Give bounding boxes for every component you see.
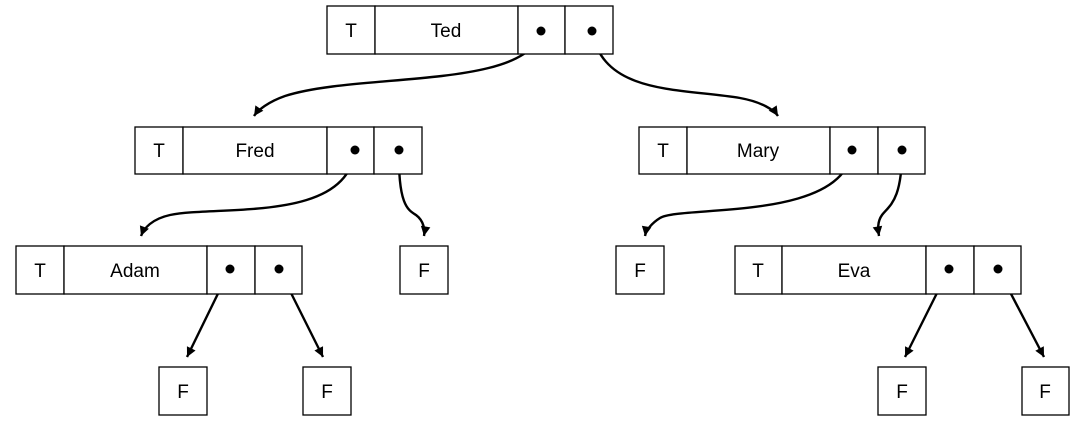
edge-mary-left-to-leaf (641, 149, 854, 237)
edge-mary-right-to-eva (872, 149, 904, 237)
edge-fred-left-to-adam (139, 149, 357, 237)
node-ted: T Ted (326, 5, 614, 55)
node-eva-tag-cell (734, 245, 783, 295)
node-ted-name: Ted (431, 21, 462, 42)
node-adam-right-pointer-dot (274, 264, 284, 274)
leaf-fred-right: F (399, 245, 449, 295)
node-fred: T Fred (134, 126, 423, 175)
leaf-adam-right: F (302, 366, 352, 416)
node-eva-left-pointer-dot (944, 264, 954, 274)
node-mary-name-cell (686, 126, 831, 175)
leaf-adam-right-tag: F (321, 382, 333, 403)
node-eva-name: Eva (838, 261, 871, 282)
node-fred-name: Fred (235, 141, 274, 162)
node-ted-right-pointer-dot (587, 26, 597, 36)
leaf-eva-left: F (877, 366, 927, 416)
node-fred-left-pointer-cell (326, 126, 375, 175)
node-ted-tag: T (345, 21, 357, 42)
node-fred-tag: T (153, 141, 165, 162)
node-fred-left-pointer-dot (350, 145, 360, 155)
node-eva-right-pointer-cell (973, 245, 1022, 295)
node-fred-name-cell (182, 126, 328, 175)
leaf-adam-left-box (158, 366, 208, 416)
edge-ted-left-to-fred (253, 30, 543, 117)
node-adam-name: Adam (110, 261, 160, 282)
node-fred-right-pointer-dot (394, 145, 404, 155)
leaf-eva-right: F (1021, 366, 1070, 416)
leaf-eva-left-box (877, 366, 927, 416)
node-mary-name: Mary (737, 141, 780, 162)
edge-fred-right-to-leaf (397, 149, 431, 237)
node-ted-left-pointer-dot (536, 26, 546, 36)
leaf-fred-right-box (399, 245, 449, 295)
edges (139, 30, 1046, 358)
node-adam-name-cell (63, 245, 208, 295)
node-mary-left-pointer-dot (847, 145, 857, 155)
node-eva-right-pointer-dot (993, 264, 1003, 274)
leaf-adam-left-tag: F (177, 382, 189, 403)
leaf-adam-left: F (158, 366, 208, 416)
node-mary: T Mary (638, 126, 926, 175)
leaf-adam-right-box (302, 366, 352, 416)
node-adam: T Adam (15, 245, 303, 295)
node-eva-tag: T (752, 261, 764, 282)
leaf-mary-left-box (615, 245, 665, 295)
edge-ted-right-to-mary (590, 30, 779, 117)
leaf-mary-left-tag: F (634, 261, 646, 282)
node-ted-left-pointer-cell (517, 5, 566, 55)
leaf-eva-left-tag: F (896, 382, 908, 403)
node-eva: T Eva (734, 245, 1022, 295)
node-adam-tag: T (34, 261, 46, 282)
node-adam-left-pointer-dot (225, 264, 235, 274)
leaf-mary-left: F (615, 245, 665, 295)
node-fred-tag-cell (134, 126, 184, 175)
node-mary-tag: T (657, 141, 669, 162)
leaf-eva-right-box (1021, 366, 1070, 416)
node-ted-name-cell (374, 5, 519, 55)
leaf-fred-right-tag: F (418, 261, 430, 282)
node-eva-name-cell (781, 245, 927, 295)
leaf-eva-right-tag: F (1039, 382, 1051, 403)
node-mary-right-pointer-dot (897, 145, 907, 155)
